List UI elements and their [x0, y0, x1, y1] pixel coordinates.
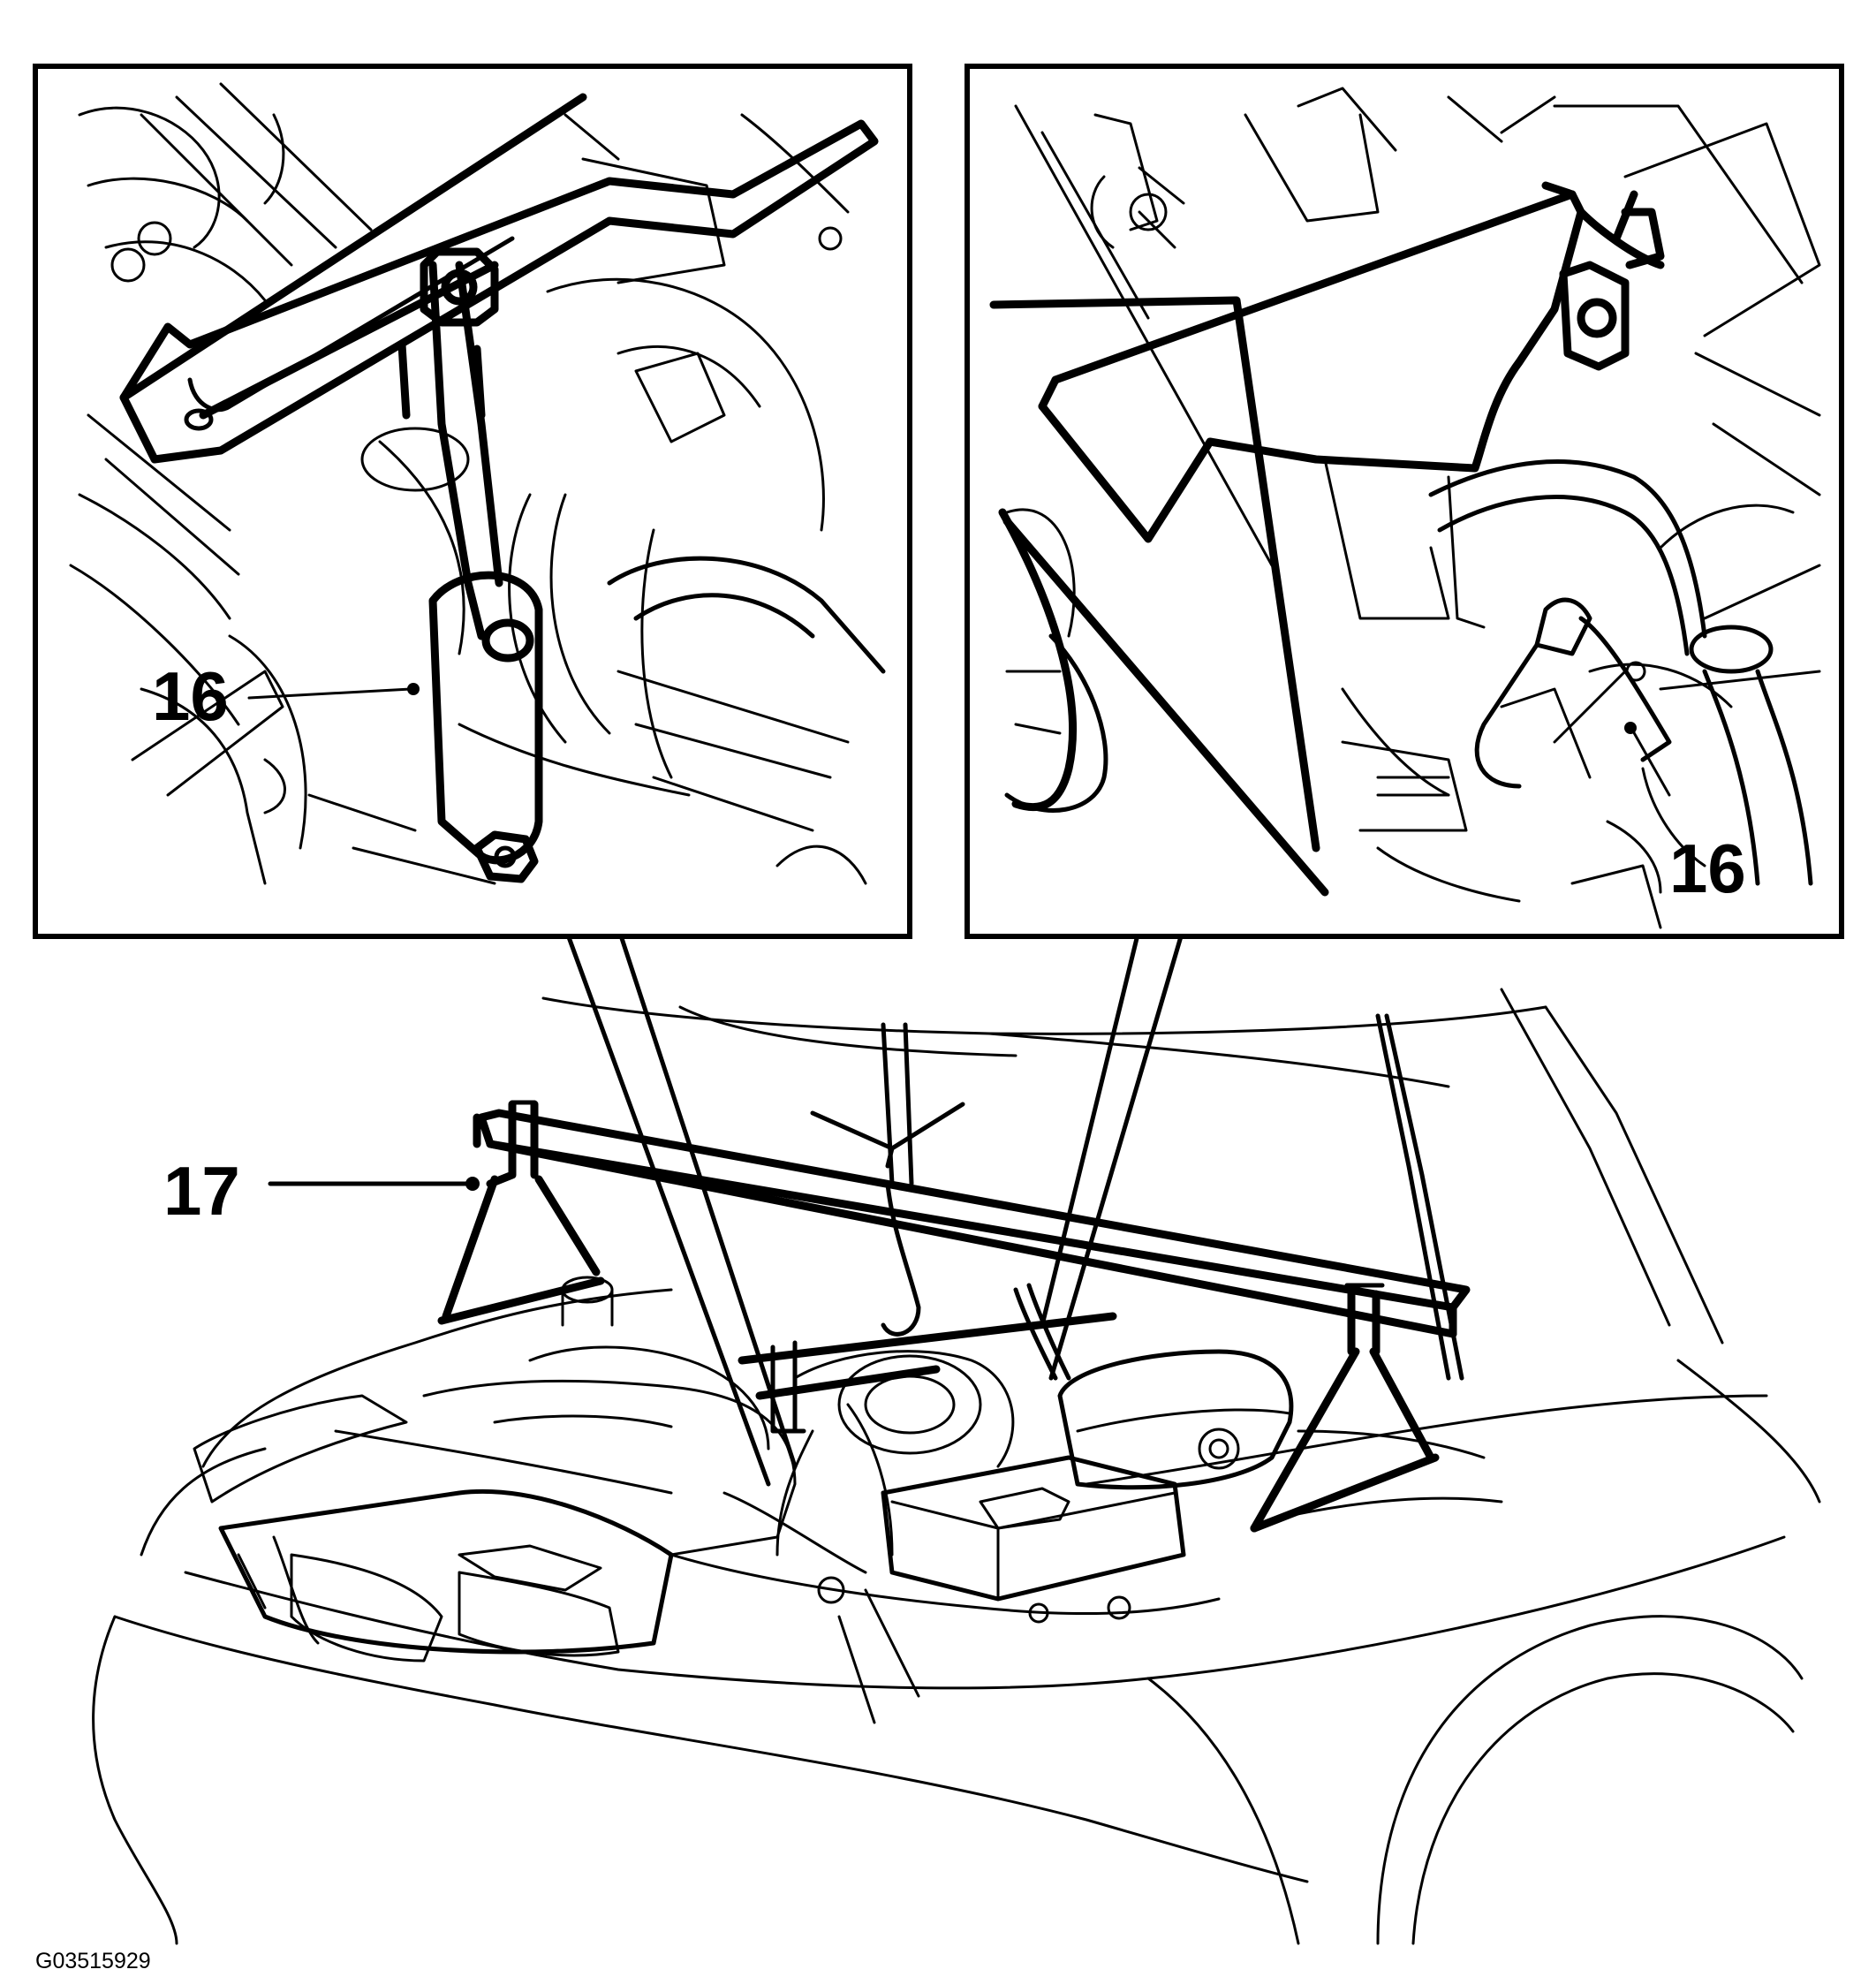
right-inset-detail: 16: [964, 64, 1844, 939]
leader-dot-left-inset: [407, 683, 420, 695]
engine-bay-scene: [92, 925, 1821, 1945]
left-inset-detail: 16: [33, 64, 912, 939]
figure-id: G03515929: [35, 1949, 151, 1973]
callout-16-right: 16: [1669, 829, 1746, 907]
leader-dot-right-inset: [1624, 722, 1637, 734]
leader-dot-17: [465, 1177, 480, 1191]
callout-16-left: 16: [152, 657, 229, 735]
callout-17: 17: [163, 1152, 240, 1230]
